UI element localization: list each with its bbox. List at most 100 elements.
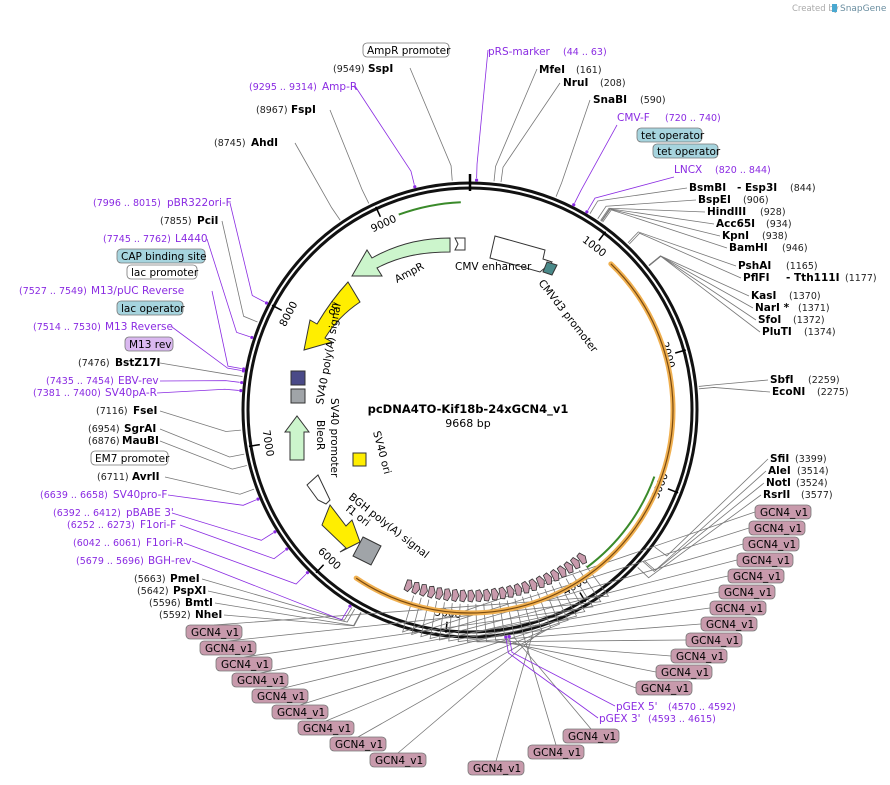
snapgene-logo-icon: [832, 4, 837, 12]
gcn4-label: GCN4_v1: [742, 555, 790, 567]
gcn4-repeat-arrow: [542, 572, 552, 586]
primer-leader-line: [171, 512, 274, 541]
gcn4-leader-line: [243, 574, 594, 658]
sv40-polya-box: [290, 370, 306, 386]
tet-operator-label: tet operator: [657, 146, 721, 158]
sv40-polya-label: SV40 poly(A) signal: [314, 302, 344, 405]
watermark-brand: SnapGene: [840, 4, 887, 14]
kif18b-orange-arc: [353, 261, 676, 616]
ampr-promoter-label: AmpR promoter: [367, 45, 451, 57]
primer-label: pBABE 3': [126, 507, 174, 519]
gcn4-label-box: [709, 600, 767, 616]
ampr-label: AmpR: [393, 260, 426, 285]
primer-leader-line: [587, 176, 675, 211]
enzyme-pos: (946): [782, 243, 808, 254]
enzyme-pos: (928): [760, 207, 786, 218]
enzyme-leader-line: [648, 255, 761, 333]
ampr-promoter-box: [362, 42, 450, 58]
gcn4-leader-line: [506, 600, 592, 730]
enzyme-labels: (9549) SspI MfeI (161) NruI (208) SnaBI …: [78, 63, 877, 621]
ruler-tick-label: 1000: [580, 234, 609, 260]
gcn4-label-box: [251, 688, 309, 704]
gcn4-label: GCN4_v1: [205, 643, 253, 655]
em7-promoter-arrow: [306, 474, 331, 505]
gcn4-label-box: [635, 680, 693, 696]
primer-leader-line: [156, 388, 239, 394]
gcn4-label-box: [271, 704, 329, 720]
ruler-tick: [315, 564, 325, 574]
tet-operator-box: [636, 127, 703, 143]
primer-leader-line: [505, 639, 599, 719]
gcn4-leader-line: [429, 559, 738, 640]
gcn4-repeat-arrow: [459, 589, 468, 603]
enzyme-label: SgrAI: [124, 423, 156, 435]
gcn4-label: GCN4_v1: [661, 667, 709, 679]
ruler-tick-label: 7000: [260, 429, 276, 457]
primer-label: CMV-F: [617, 112, 650, 124]
sv40-polya-gray-box: [290, 388, 306, 404]
primer-label: M13/pUC Reverse: [91, 285, 184, 297]
ruler-tick: [375, 206, 382, 218]
enzyme-pos: (161): [576, 65, 602, 76]
gcn4-label: GCN4_v1: [676, 651, 724, 663]
gcn4-repeat-arrow: [475, 589, 484, 603]
enzyme-leader-line: [600, 207, 706, 221]
enzyme-leader-line: [159, 440, 247, 470]
plasmid-size: 9668 bp: [445, 417, 490, 430]
enzyme-leader-line: [221, 220, 258, 323]
enzyme-pos: (3524): [796, 478, 828, 489]
gcn4-repeat-arrow: [467, 589, 476, 603]
primer-label: F1ori-F: [140, 519, 176, 531]
primer-site-marker: [504, 635, 508, 639]
gcn4-label: GCN4_v1: [754, 523, 802, 535]
primer-leader-line: [191, 560, 350, 621]
gcn4-label-box: [215, 656, 273, 672]
enzyme-label: BstZ17I: [115, 357, 160, 369]
primer-pos: (720 .. 740): [665, 113, 721, 124]
primer-leader-line: [159, 380, 240, 383]
enzyme-label: Acc65I: [716, 218, 755, 230]
enzyme-leader-line: [597, 199, 697, 219]
gcn4-leader-line: [498, 601, 637, 689]
primer-pos: (6252 .. 6273): [67, 520, 135, 531]
primer-pos: (820 .. 844): [715, 165, 771, 176]
gcn4-label: GCN4_v1: [473, 763, 521, 775]
primer-site-marker: [413, 185, 417, 189]
cmv-enhancer-label: CMV enhancer: [455, 261, 532, 273]
primer-site-marker: [264, 301, 269, 305]
enzyme-label: KasI: [751, 290, 776, 302]
gcn4-leader-line: [467, 603, 702, 643]
enzyme-pos: (934): [766, 219, 792, 230]
tet-operator-label: tet operator: [641, 130, 705, 142]
cmvd3-promoter-arrow: [542, 261, 558, 276]
gcn4-label-box: [718, 584, 776, 600]
inner-features: CMV enhancer CMVd3 promoter AmpR ori SV4…: [284, 235, 600, 566]
gcn4-label: GCN4_v1: [715, 603, 763, 615]
enzyme-pos: (3399): [795, 454, 827, 465]
gcn4-repeat-arrow: [569, 557, 581, 570]
enzyme-pos: (5592): [159, 610, 191, 621]
enzyme-pos: (5596): [149, 598, 181, 609]
enzyme-label: AvrII: [132, 471, 160, 483]
primer-pos: (4593 .. 4615): [648, 714, 716, 725]
gcn4-repeat-arrow: [498, 586, 507, 600]
gcn4-label-box: [527, 744, 585, 760]
gcn4-label-boxes: GCN4_v1GCN4_v1GCN4_v1GCN4_v1GCN4_v1GCN4_…: [185, 504, 812, 776]
gcn4-label: GCN4_v1: [277, 707, 325, 719]
enzyme-label: SbfI: [770, 374, 794, 386]
primer-leader-line: [179, 524, 286, 560]
watermark-prefix: Created by: [792, 4, 839, 14]
sv40-ori-label: SV40 ori: [370, 430, 393, 476]
gcn4-label: GCN4_v1: [221, 659, 269, 671]
gcn4-label-box: [562, 728, 620, 744]
em7-promoter-box: [90, 450, 169, 466]
enzyme-pos: (3577): [801, 490, 833, 501]
primer-site-marker: [572, 203, 576, 207]
primer-pos: (7745 .. 7762): [103, 234, 171, 245]
primer-leader-line: [574, 124, 618, 204]
gcn4-repeat-arrow: [427, 585, 436, 599]
enzyme-pos: (7116): [96, 406, 128, 417]
enzyme-pos: (1177): [845, 273, 877, 284]
enzyme-leader-line: [159, 362, 243, 377]
gcn4-leader-line: [438, 575, 729, 641]
